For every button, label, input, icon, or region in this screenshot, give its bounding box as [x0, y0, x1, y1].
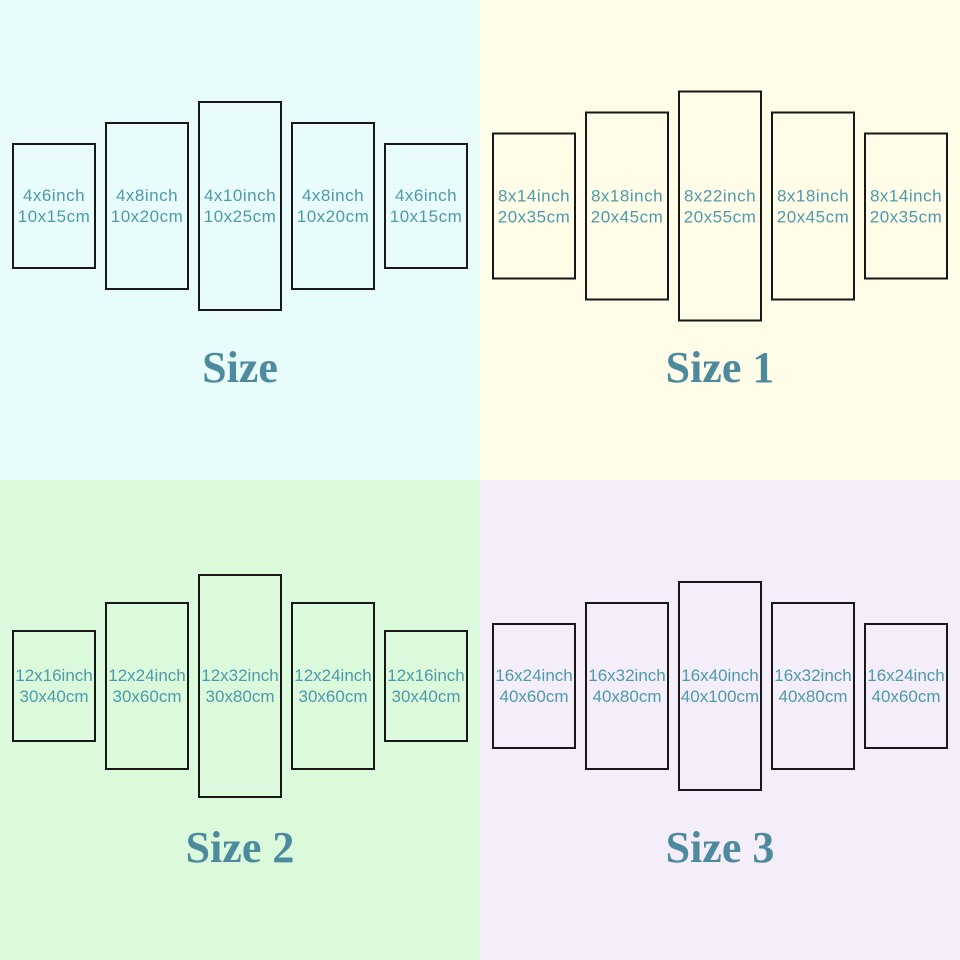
panel-row: 8x14inch 20x35cm 8x18inch 20x45cm 8x22inch 20…	[492, 90, 948, 322]
panel-size-cm: 40x80cm	[592, 687, 662, 706]
panel-size-cm: 30x60cm	[112, 687, 182, 706]
canvas-panel-8x14inch: 8x14inch 20x35cm	[492, 132, 576, 280]
panel-size-cm: 20x45cm	[776, 207, 850, 226]
canvas-panel-12x16inch: 12x16inch 30x40cm	[384, 630, 468, 742]
panel-size-inch: 12x24inch	[294, 666, 372, 685]
panel-size-cm: 10x15cm	[389, 207, 463, 226]
panel-size-inch: 8x22inch	[683, 186, 757, 205]
panel-size-inch: 4x6inch	[394, 186, 458, 205]
panel-size-cm: 30x80cm	[205, 687, 275, 706]
canvas-panel-4x8inch: 4x8inch 10x20cm	[105, 122, 189, 290]
panel-size-cm: 40x60cm	[871, 687, 941, 706]
panel-size-inch: 4x8inch	[115, 186, 179, 205]
canvas-panel-12x16inch: 12x16inch 30x40cm	[12, 630, 96, 742]
canvas-panel-8x14inch: 8x14inch 20x35cm	[864, 132, 948, 280]
canvas-panel-4x6inch: 4x6inch 10x15cm	[384, 143, 468, 269]
canvas-panel-16x24inch: 16x24inch 40x60cm	[864, 623, 948, 749]
quadrant-title: Size 2	[185, 823, 295, 872]
canvas-panel-16x32inch: 16x32inch 40x80cm	[585, 602, 669, 770]
panel-size-inch: 16x32inch	[588, 666, 666, 685]
canvas-panel-8x18inch: 8x18inch 20x45cm	[771, 111, 855, 301]
panel-size-cm: 30x60cm	[298, 687, 368, 706]
canvas-panel-12x32inch: 12x32inch 30x80cm	[198, 574, 282, 798]
canvas-panel-12x24inch: 12x24inch 30x60cm	[105, 602, 189, 770]
canvas-panel-4x8inch: 4x8inch 10x20cm	[291, 122, 375, 290]
canvas-panel-16x32inch: 16x32inch 40x80cm	[771, 602, 855, 770]
panel-size-cm: 20x35cm	[497, 207, 571, 226]
panel-size-inch: 8x18inch	[590, 186, 664, 205]
panel-size-inch: 12x16inch	[15, 666, 93, 685]
panel-row: 12x16inch 30x40cm 12x24inch 30x60cm 12x32inc…	[12, 574, 468, 798]
canvas-panel-8x18inch: 8x18inch 20x45cm	[585, 111, 669, 301]
panel-row: 4x6inch 10x15cm 4x8inch 10x20cm 4x10inch 10x2…	[12, 101, 468, 311]
panel-size-inch: 16x24inch	[495, 666, 573, 685]
panel-size-inch: 12x24inch	[108, 666, 186, 685]
panel-size-inch: 16x40inch	[681, 666, 759, 685]
panel-size-inch: 16x24inch	[867, 666, 945, 685]
quadrant-title: Size	[202, 343, 278, 392]
panel-size-cm: 30x40cm	[391, 687, 461, 706]
canvas-panel-16x24inch: 16x24inch 40x60cm	[492, 623, 576, 749]
quadrant-size-2: 12x16inch 30x40cm 12x24inch 30x60cm 12x32inc…	[0, 480, 480, 960]
panel-size-cm: 10x25cm	[203, 207, 277, 226]
panel-size-inch: 12x16inch	[387, 666, 465, 685]
panel-size-inch: 4x10inch	[203, 186, 277, 205]
panel-size-inch: 12x32inch	[201, 666, 279, 685]
panel-size-inch: 16x32inch	[774, 666, 852, 685]
panel-size-cm: 10x20cm	[296, 207, 370, 226]
quadrant-title: Size 1	[665, 343, 775, 392]
panel-size-inch: 4x6inch	[22, 186, 86, 205]
quadrant-size-1: 8x14inch 20x35cm 8x18inch 20x45cm 8x22inch 20…	[480, 0, 960, 480]
panel-size-inch: 4x8inch	[301, 186, 365, 205]
quadrant-size: 4x6inch 10x15cm 4x8inch 10x20cm 4x10inch 10x2…	[0, 0, 480, 480]
panel-size-inch: 8x14inch	[869, 186, 943, 205]
canvas-panel-16x40inch: 16x40inch 40x100cm	[678, 581, 762, 791]
quadrant-size-3: 16x24inch 40x60cm 16x32inch 40x80cm 16x40inc…	[480, 480, 960, 960]
panel-size-inch: 8x14inch	[497, 186, 571, 205]
canvas-panel-8x22inch: 8x22inch 20x55cm	[678, 90, 762, 322]
panel-size-cm: 20x35cm	[869, 207, 943, 226]
panel-size-inch: 8x18inch	[776, 186, 850, 205]
canvas-panel-4x10inch: 4x10inch 10x25cm	[198, 101, 282, 311]
quadrant-title: Size 3	[665, 823, 775, 872]
panel-size-cm: 10x20cm	[110, 207, 184, 226]
panel-row: 16x24inch 40x60cm 16x32inch 40x80cm 16x40inc…	[492, 581, 948, 791]
panel-size-cm: 40x80cm	[778, 687, 848, 706]
panel-size-cm: 20x45cm	[590, 207, 664, 226]
canvas-panel-12x24inch: 12x24inch 30x60cm	[291, 602, 375, 770]
panel-size-cm: 10x15cm	[17, 207, 91, 226]
panel-size-cm: 40x60cm	[499, 687, 569, 706]
canvas-panel-4x6inch: 4x6inch 10x15cm	[12, 143, 96, 269]
panel-size-cm: 40x100cm	[680, 687, 760, 706]
panel-size-cm: 20x55cm	[683, 207, 757, 226]
panel-size-cm: 30x40cm	[19, 687, 89, 706]
